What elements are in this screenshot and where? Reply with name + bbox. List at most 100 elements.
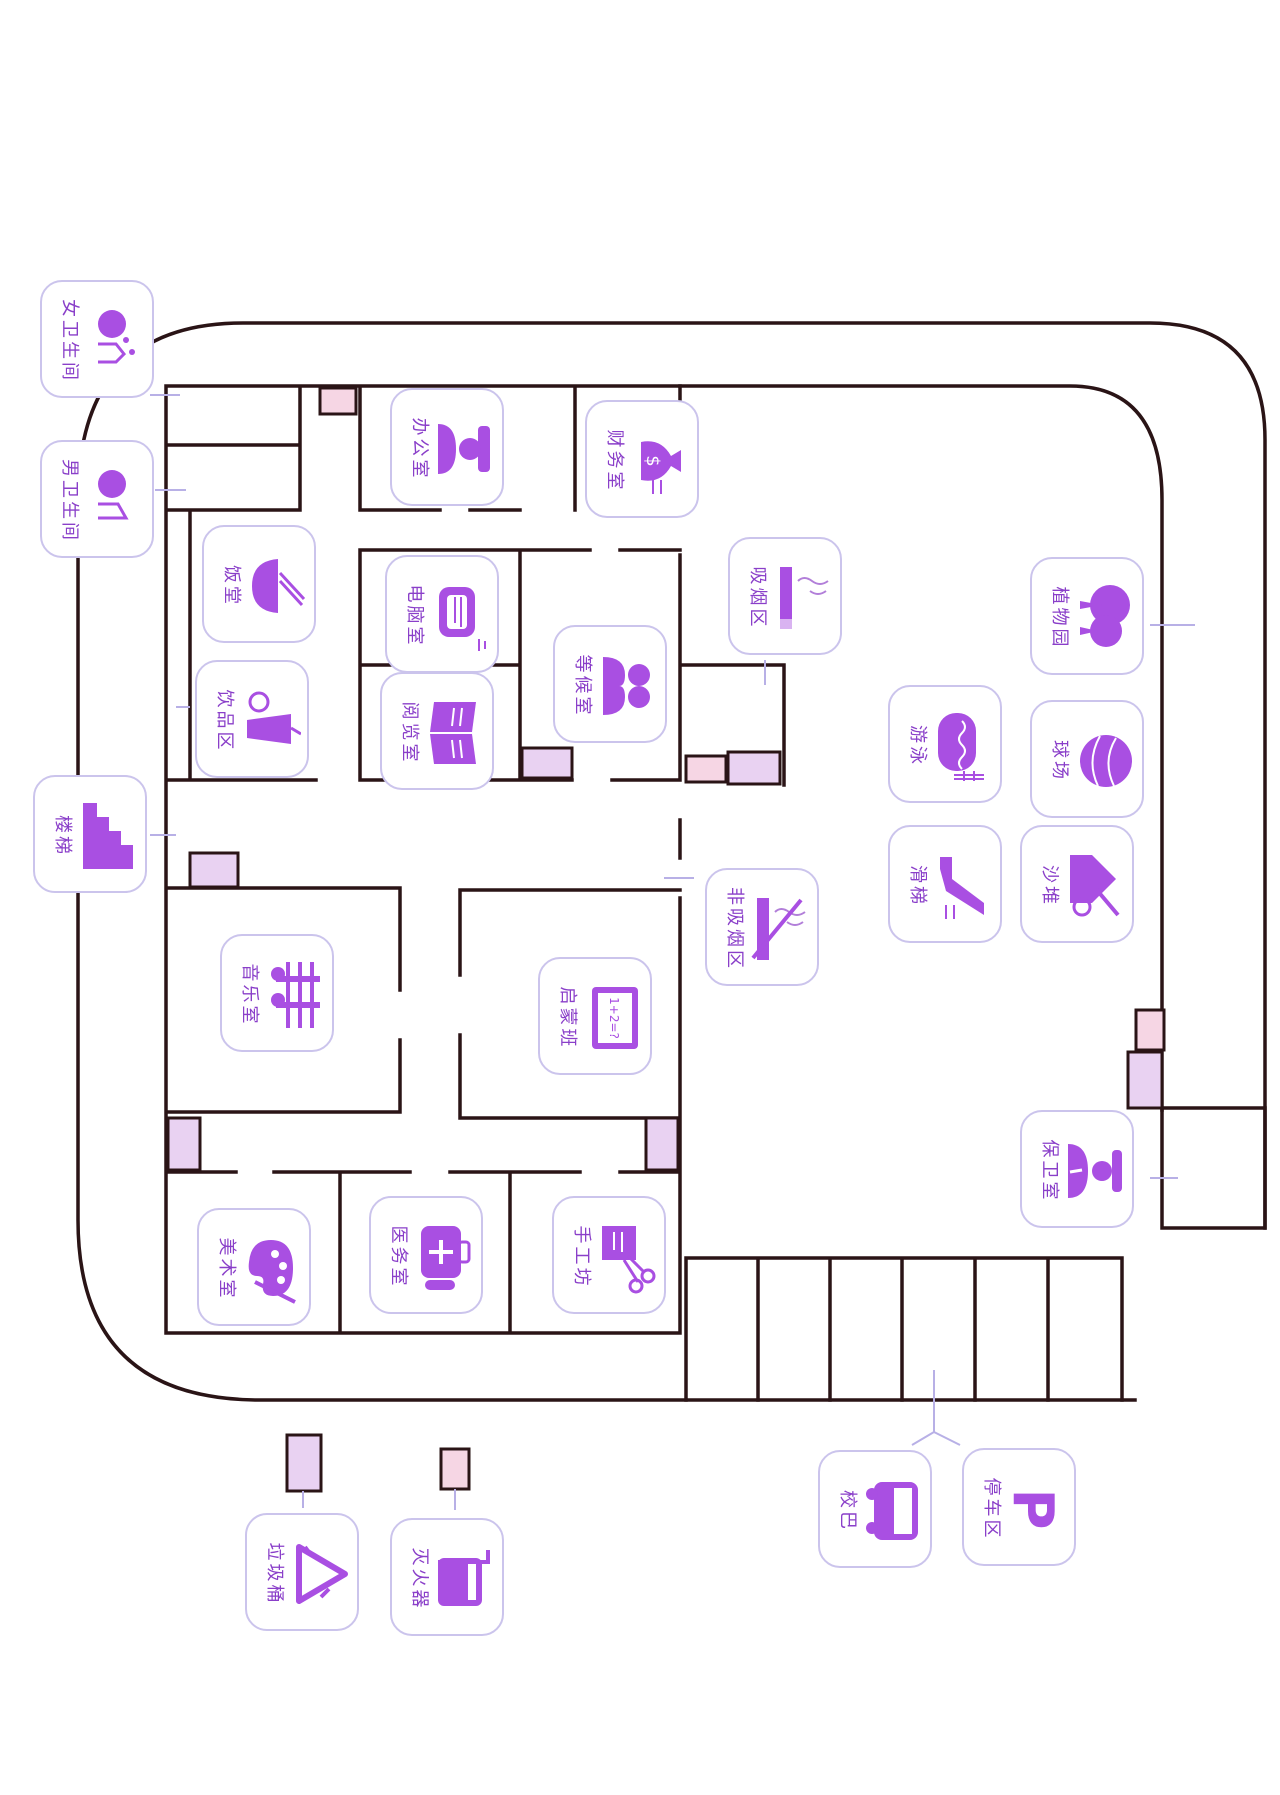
waiting-card[interactable]: 等候室 [553,625,667,743]
door-marker [644,1116,680,1172]
scissors-icon [598,1220,658,1294]
bathroom-male-card[interactable]: 男卫生间 [40,440,154,558]
stairs-card[interactable]: 楼梯 [33,775,147,893]
parking-card[interactable]: P 停车区 [962,1448,1076,1566]
ballcourt-label: 球场 [1049,740,1070,782]
trees-icon [1076,581,1136,655]
stairs-label: 楼梯 [52,815,73,857]
palette-icon [243,1232,303,1306]
svg-text:$: $ [642,455,663,466]
door-marker [285,1433,323,1493]
waiting-label: 等候室 [572,654,593,718]
drinks-label: 饮品区 [214,689,235,753]
slide-card[interactable]: 滑梯 [888,825,1002,943]
extinguisher-card[interactable]: 灭火器 [390,1518,504,1636]
door-marker [520,746,574,780]
cafeteria-card[interactable]: 饭堂 [202,525,316,643]
bathroom-female-label: 女卫生间 [59,299,80,383]
door-marker [188,851,240,889]
enlightenment-label: 启蒙班 [557,986,578,1050]
medical-label: 医务室 [388,1225,409,1289]
no-smoking-icon [751,892,811,966]
security-card[interactable]: 保卫室 [1020,1110,1134,1228]
school-bus-label: 校巴 [837,1490,858,1532]
parking-spaces [684,1256,1124,1402]
bus-icon [864,1474,924,1548]
craft-card[interactable]: 手工坊 [552,1196,666,1314]
door-marker [166,1116,202,1172]
office-label: 办公室 [409,417,430,481]
sandpile-icon [1066,849,1126,923]
music-label: 音乐室 [239,963,260,1027]
no-smoking-label: 非吸烟区 [724,887,745,971]
swimming-label: 游泳 [907,725,928,767]
slide-icon [934,849,994,923]
office-worker-icon [436,412,496,486]
female-restroom-icon [86,304,146,378]
security-label: 保卫室 [1039,1139,1060,1203]
pool-icon [934,709,994,783]
cafeteria-label: 饭堂 [221,565,242,607]
blackboard-text: 1+2=? [607,997,621,1039]
door-marker [318,386,358,416]
music-icon [266,958,326,1032]
cigarette-icon [774,561,834,635]
ball-icon [1076,724,1136,798]
sandpile-label: 沙堆 [1039,865,1060,907]
money-bag-icon: $ [631,424,691,498]
people-icon [599,649,659,723]
inner-track-wall [678,384,1164,1112]
art-card[interactable]: 美术室 [197,1208,311,1326]
sandpile-card[interactable]: 沙堆 [1020,825,1134,943]
school-bus-card[interactable]: 校巴 [818,1450,932,1568]
fire-extinguisher-icon [436,1542,496,1616]
bathroom-female-card[interactable]: 女卫生间 [40,280,154,398]
swimming-card[interactable]: 游泳 [888,685,1002,803]
security-booth [1160,1106,1267,1230]
medical-card[interactable]: 医务室 [369,1196,483,1314]
noodle-bowl-icon [248,549,308,623]
guard-icon [1066,1134,1126,1208]
stairs-icon [79,799,139,873]
craft-label: 手工坊 [571,1225,592,1289]
computer-icon [431,579,491,653]
open-book-icon [426,696,486,770]
reading-card[interactable]: 阅览室 [380,672,494,790]
trash-label: 垃圾桶 [264,1542,285,1606]
parking-label: 停车区 [981,1477,1002,1541]
finance-label: 财务室 [604,429,625,493]
medical-kit-icon [415,1220,475,1294]
no-smoking-card[interactable]: 非吸烟区 [705,868,819,986]
enlightenment-card[interactable]: 1+2=? 启蒙班 [538,957,652,1075]
parking-icon: P [1000,1472,1068,1546]
botanical-card[interactable]: 植物园 [1030,557,1144,675]
blackboard-icon: 1+2=? [584,981,644,1055]
botanical-label: 植物园 [1049,586,1070,650]
bathroom-male-label: 男卫生间 [59,459,80,543]
finance-card[interactable]: $ 财务室 [585,400,699,518]
extinguisher-label: 灭火器 [409,1547,430,1611]
parking-glyph: P [1008,1488,1065,1529]
reading-label: 阅览室 [399,701,420,765]
door-marker [439,1447,471,1491]
music-card[interactable]: 音乐室 [220,934,334,1052]
slide-label: 滑梯 [907,865,928,907]
connector-lines [150,394,1195,1510]
drink-cup-icon [241,684,302,758]
door-marker [1126,1050,1164,1110]
office-card[interactable]: 办公室 [390,388,504,506]
trash-card[interactable]: 垃圾桶 [245,1513,359,1631]
male-restroom-icon [86,464,146,538]
recycle-icon [291,1537,351,1611]
smoking-card[interactable]: 吸烟区 [728,537,842,655]
ballcourt-card[interactable]: 球场 [1030,700,1144,818]
smoking-label: 吸烟区 [747,566,768,630]
door-marker [1134,1008,1166,1052]
door-marker [684,754,728,784]
door-marker [726,750,782,786]
art-label: 美术室 [216,1237,237,1301]
computer-card[interactable]: 电脑室 [385,555,499,673]
drinks-card[interactable]: 饮品区 [195,660,309,778]
computer-label: 电脑室 [404,584,425,648]
